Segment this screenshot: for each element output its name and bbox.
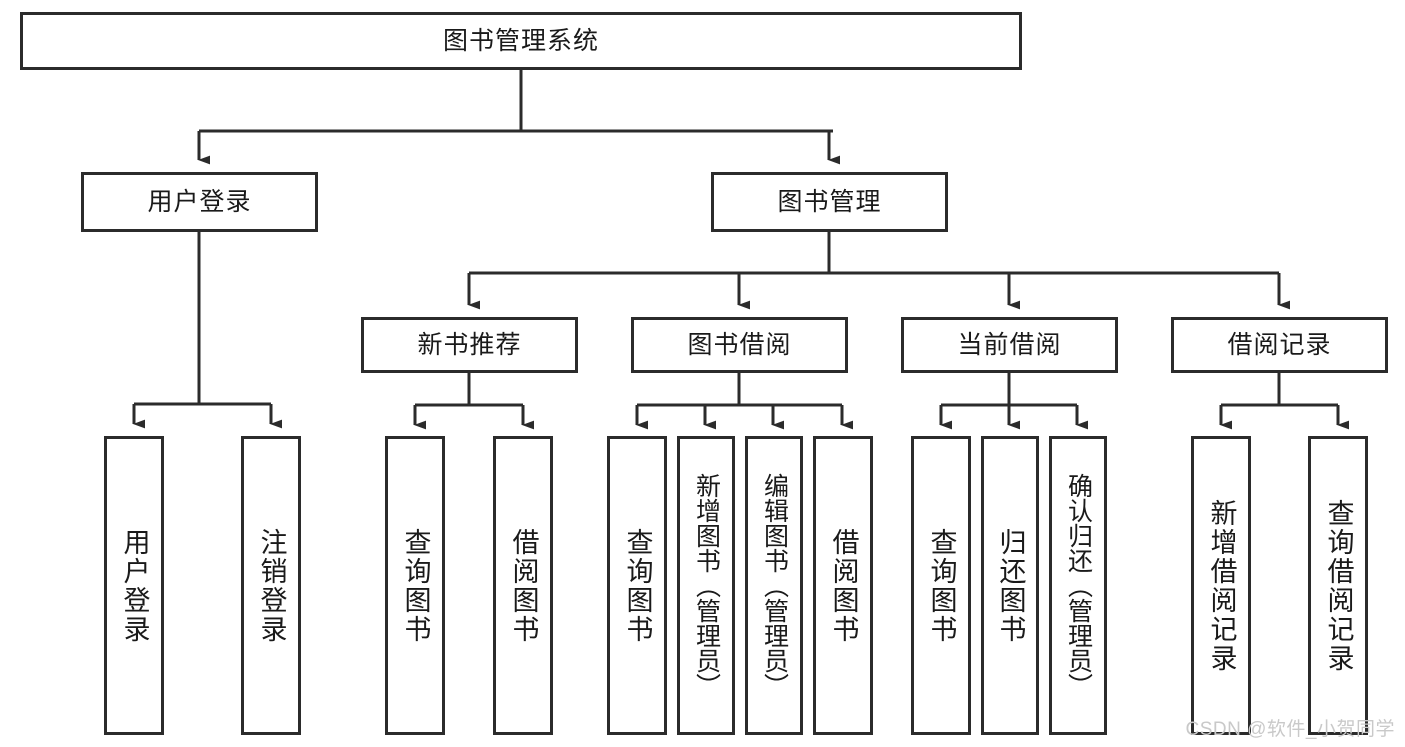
leaf-borrow-edit-book-admin[interactable]: 编辑图书（管理员） xyxy=(745,436,803,735)
leaf-current-query-book[interactable]: 查询图书 xyxy=(911,436,971,735)
node-current-borrow[interactable]: 当前借阅 xyxy=(901,317,1118,373)
leaf-record-query-record[interactable]: 查询借阅记录 xyxy=(1308,436,1368,735)
leaf-borrow-add-book-admin[interactable]: 新增图书（管理员） xyxy=(677,436,735,735)
node-label: 归还图书 xyxy=(995,527,1026,644)
node-label: 图书管理系统 xyxy=(442,26,599,55)
node-user-login[interactable]: 用户登录 xyxy=(81,172,318,232)
leaf-user-login-signout[interactable]: 注销登录 xyxy=(241,436,301,735)
leaf-new-book-borrow[interactable]: 借阅图书 xyxy=(493,436,553,735)
node-label: 图书管理 xyxy=(777,187,882,216)
node-label: 新书推荐 xyxy=(417,330,522,359)
node-label: 用户登录 xyxy=(119,527,150,644)
node-label: 借阅图书 xyxy=(508,527,539,644)
node-label: 查询借阅记录 xyxy=(1323,498,1354,673)
node-book-borrow[interactable]: 图书借阅 xyxy=(631,317,848,373)
leaf-new-book-query[interactable]: 查询图书 xyxy=(385,436,445,735)
leaf-current-return-book[interactable]: 归还图书 xyxy=(981,436,1039,735)
leaf-user-login-signin[interactable]: 用户登录 xyxy=(104,436,164,735)
node-label: 确认归还（管理员） xyxy=(1064,473,1093,698)
node-label: 用户登录 xyxy=(147,187,252,216)
node-label: 当前借阅 xyxy=(957,330,1062,359)
node-label: 查询图书 xyxy=(622,527,653,644)
leaf-borrow-query-book[interactable]: 查询图书 xyxy=(607,436,667,735)
leaf-record-add-record[interactable]: 新增借阅记录 xyxy=(1191,436,1251,735)
csdn-watermark: CSDN @软件_小贺同学 xyxy=(1185,719,1395,740)
node-label: 新增图书（管理员） xyxy=(692,473,721,698)
node-book-management[interactable]: 图书管理 xyxy=(711,172,948,232)
node-label: 图书借阅 xyxy=(687,330,792,359)
leaf-current-confirm-return-admin[interactable]: 确认归还（管理员） xyxy=(1049,436,1107,735)
node-new-book-recommend[interactable]: 新书推荐 xyxy=(361,317,578,373)
node-label: 查询图书 xyxy=(400,527,431,644)
node-label: 注销登录 xyxy=(256,527,287,644)
node-label: 查询图书 xyxy=(926,527,957,644)
node-label: 编辑图书（管理员） xyxy=(760,473,789,698)
node-borrow-record[interactable]: 借阅记录 xyxy=(1171,317,1388,373)
node-label: 新增借阅记录 xyxy=(1206,498,1237,673)
node-label: 借阅图书 xyxy=(828,527,859,644)
node-label: 借阅记录 xyxy=(1227,330,1332,359)
node-root-book-management-system[interactable]: 图书管理系统 xyxy=(20,12,1022,70)
leaf-borrow-borrow-book[interactable]: 借阅图书 xyxy=(813,436,873,735)
